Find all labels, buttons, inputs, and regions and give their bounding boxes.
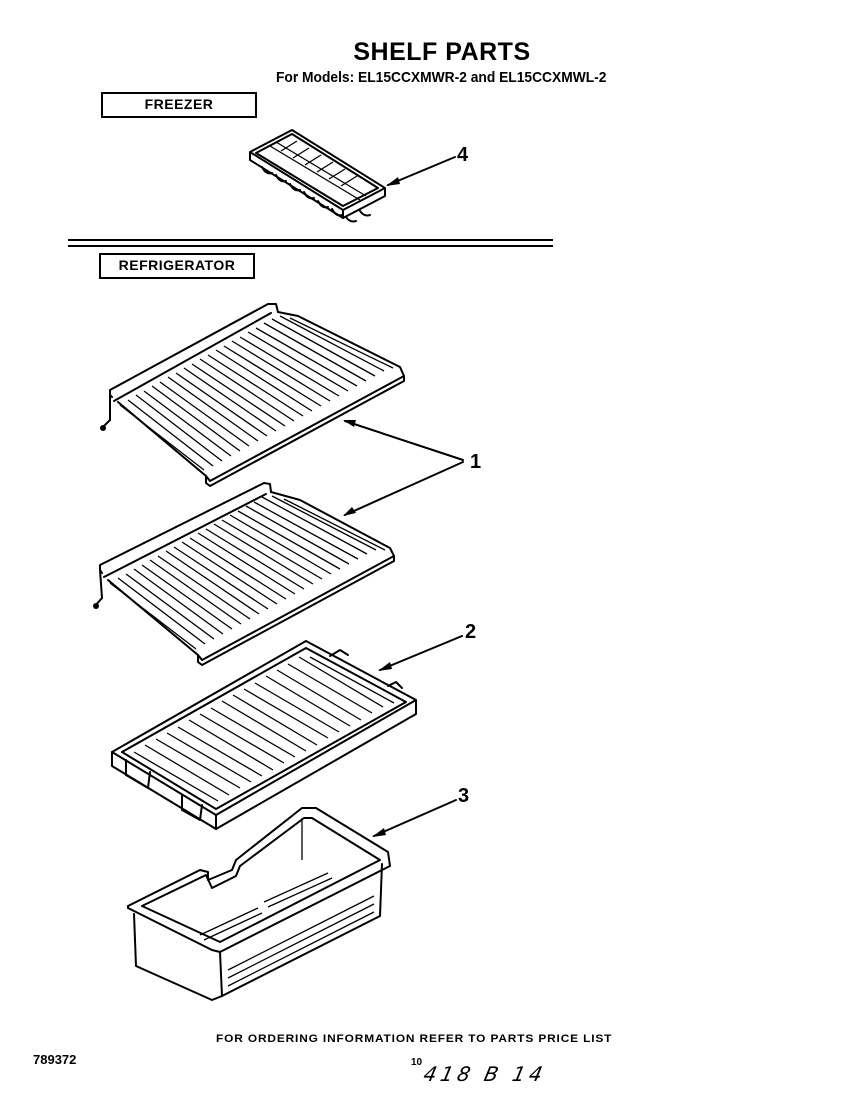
page-number: 10 xyxy=(411,1057,423,1068)
model-subtitle: For Models: EL15CCXMWR-2 and EL15CCXMWL-… xyxy=(275,69,607,86)
ice-tray-illustration xyxy=(249,129,456,223)
section-divider-bottom xyxy=(68,245,553,247)
page-title: SHELF PARTS xyxy=(353,38,531,66)
document-number: 789372 xyxy=(33,1052,77,1067)
ordering-info-note: FOR ORDERING INFORMATION REFER TO PARTS … xyxy=(216,1033,613,1045)
section-label-freezer: FREEZER xyxy=(101,92,257,118)
crisper-cover-illustration xyxy=(111,635,463,830)
handwritten-annotation: 418 B 14 xyxy=(421,1062,549,1086)
callout-2: 2 xyxy=(465,621,477,643)
callout-4: 4 xyxy=(457,144,469,166)
wire-shelf-lower-illustration xyxy=(93,482,395,666)
section-label-refrigerator: REFRIGERATOR xyxy=(99,253,255,279)
callout-3: 3 xyxy=(458,785,470,807)
section-divider-top xyxy=(68,239,553,241)
crisper-pan-illustration xyxy=(127,799,457,1001)
wire-shelf-upper-illustration xyxy=(100,303,405,487)
callout-1: 1 xyxy=(470,451,482,473)
